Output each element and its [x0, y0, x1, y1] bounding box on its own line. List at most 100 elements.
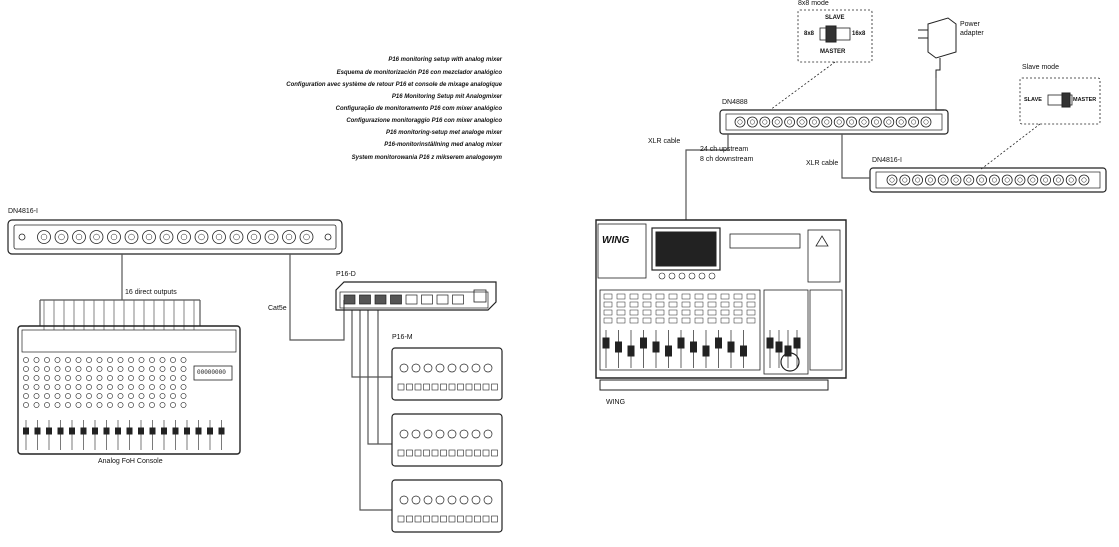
console-knob — [117, 357, 124, 363]
cat5e-cable — [289, 254, 345, 341]
fader-cap — [69, 427, 75, 435]
p16m-knob — [411, 363, 421, 373]
console-knob — [180, 384, 187, 390]
console-knob — [54, 366, 61, 372]
xlr-port — [796, 116, 808, 128]
xlr-port — [821, 116, 833, 128]
xlr-port-row — [886, 174, 1090, 186]
title-line-3: Configuration avec système de retour P16… — [286, 82, 502, 88]
dn4816-left-device — [7, 219, 343, 255]
xlr-port — [976, 174, 987, 186]
console-knob — [23, 375, 29, 381]
xlr-port — [1065, 174, 1077, 186]
console-knob — [138, 384, 145, 390]
console-knob — [149, 375, 155, 381]
p16m-button — [474, 449, 481, 457]
p16m-knob — [459, 495, 469, 505]
xlr-port-row — [734, 116, 932, 128]
console-knob — [138, 366, 145, 372]
xlr-port — [833, 116, 845, 128]
p16m-button — [465, 449, 473, 457]
wing-button — [733, 293, 743, 300]
console-knob — [96, 393, 103, 399]
p16m-knob — [483, 429, 493, 439]
title-line-9: System monitorowania P16 z mikserem anal… — [351, 155, 502, 161]
console-knob — [107, 384, 113, 390]
wing-fader-cap — [793, 337, 801, 349]
wing-button — [642, 301, 652, 308]
p16m-knob — [399, 495, 409, 505]
wing-encoder — [668, 272, 676, 280]
xlr-port — [247, 230, 261, 244]
fader-cap — [138, 427, 144, 435]
console-label: Analog FoH Console — [98, 458, 163, 465]
fader-cap — [57, 427, 64, 435]
p16m-button — [414, 449, 422, 457]
xlr-port — [177, 230, 191, 244]
xlr-port-inner — [749, 119, 755, 125]
wing-logo: WING — [602, 235, 630, 246]
console-knob — [44, 375, 50, 381]
xlr-cable-label-2: XLR cable — [806, 160, 839, 167]
console-knob — [65, 393, 71, 399]
xlr-port — [54, 230, 69, 244]
xlr-port — [72, 230, 86, 244]
wing-button — [746, 301, 756, 308]
console-knob — [65, 357, 71, 363]
xlr-port-inner — [953, 177, 959, 183]
console-knob — [180, 402, 187, 408]
p16m-knob — [435, 363, 445, 373]
upstream-label: 24 ch upstream — [700, 146, 749, 153]
title-line-1: P16 monitoring setup with analog mixer — [388, 57, 502, 63]
analog-foh-console — [17, 325, 241, 455]
xlr-port-inner — [1004, 177, 1010, 183]
wing-button — [694, 317, 704, 324]
xlr-port-inner — [75, 233, 83, 241]
dn4888-device — [719, 109, 949, 135]
wing-button — [616, 317, 626, 324]
console-knob — [107, 357, 113, 363]
xlr-port — [908, 116, 919, 128]
xlr-port-inner — [889, 177, 895, 183]
wing-button — [746, 293, 756, 300]
p16m-knob — [447, 363, 457, 373]
xlr-port — [950, 174, 962, 186]
xlr-port — [1078, 174, 1090, 186]
xlr-port — [920, 116, 932, 128]
wing-button — [629, 301, 639, 308]
xlr-port-inner — [927, 177, 933, 183]
console-knob — [86, 393, 92, 399]
wing-fader-cap — [702, 345, 710, 357]
console-knob — [159, 375, 166, 381]
p16m-knob — [483, 495, 493, 505]
xlr-port-inner — [180, 233, 188, 241]
wing-button — [603, 293, 613, 300]
wing-button — [681, 301, 691, 308]
xlr-port — [734, 116, 746, 128]
xlr-port-inner — [991, 177, 997, 183]
xlr-port-inner — [1043, 177, 1049, 183]
xlr-port-inner — [836, 119, 842, 125]
xlr-port — [107, 230, 121, 244]
slave-mode-master-label: MASTER — [1073, 97, 1097, 103]
console-knob — [159, 357, 166, 363]
p16m-knob — [411, 429, 421, 439]
console-knob — [33, 384, 40, 390]
xlr-port-inner — [1030, 177, 1036, 183]
console-knob-grid — [23, 357, 187, 408]
xlr-cable-to-wing — [685, 134, 729, 220]
xlr-port-inner — [799, 119, 805, 125]
wing-button — [720, 301, 730, 308]
p16m-body — [391, 347, 503, 401]
xlr-port — [159, 230, 174, 244]
xlr-port-inner — [233, 233, 240, 241]
p16m-knob — [435, 495, 445, 505]
wing-console — [595, 219, 847, 391]
mode-8x8-title: 8x8 mode — [798, 0, 829, 7]
ethernet-port — [405, 294, 418, 305]
wing-button-grid — [603, 272, 756, 324]
console-knob — [107, 366, 113, 372]
fader-cap — [149, 427, 156, 435]
console-knob — [149, 357, 155, 363]
